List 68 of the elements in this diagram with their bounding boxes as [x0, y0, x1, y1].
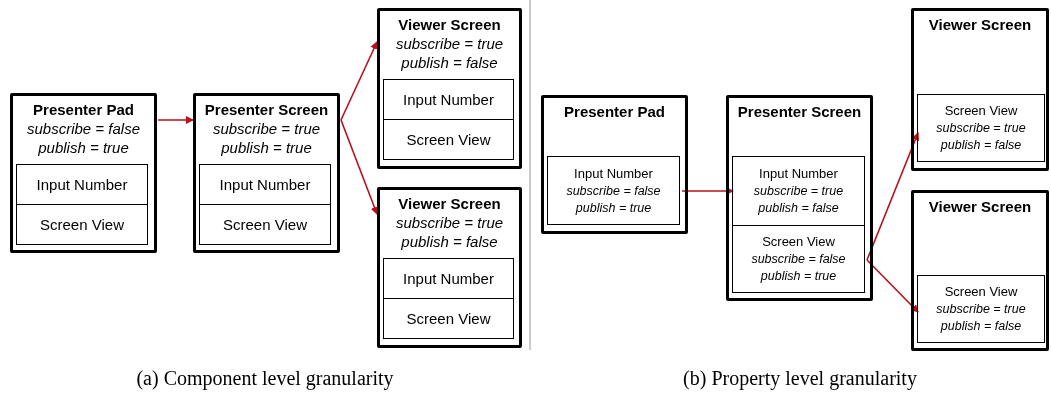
property-setting: publish = true: [575, 199, 652, 217]
component-name: Input Number: [219, 175, 311, 194]
component-box: [383, 119, 514, 160]
component-name: Presenter Screen: [737, 102, 862, 121]
property-setting: publish = true: [760, 268, 837, 285]
property-setting: subscribe = false: [566, 182, 661, 200]
component-box: [16, 204, 148, 245]
component-box: [917, 275, 1045, 343]
component-name: Screen View: [406, 130, 491, 149]
component-name: Screen View: [40, 215, 124, 234]
component-name: Screen View: [406, 309, 491, 328]
component-name: Presenter Screen: [204, 100, 329, 119]
component-name: Input Number: [574, 164, 653, 183]
component-box: [732, 156, 865, 226]
component-box: [732, 225, 865, 293]
device-box: [911, 8, 1049, 171]
arrow: [866, 132, 920, 261]
property-setting: subscribe = false: [27, 119, 140, 138]
subfigure-caption: (b) Property level granularity: [683, 366, 917, 390]
device-box: [911, 190, 1049, 351]
component-name: Presenter Pad: [33, 100, 134, 119]
property-setting: subscribe = true: [753, 183, 844, 200]
property-setting: subscribe = false: [751, 251, 846, 268]
component-name: Screen View: [762, 233, 835, 251]
component-name: Input Number: [759, 165, 838, 183]
property-setting: publish = true: [38, 138, 129, 157]
property-setting: publish = false: [940, 137, 1022, 154]
component-name: Screen View: [944, 102, 1018, 120]
property-setting: publish = false: [401, 53, 498, 72]
property-setting: publish = false: [940, 318, 1022, 335]
component-box: [199, 204, 331, 245]
device-box: [377, 187, 522, 348]
device-box: [193, 93, 340, 253]
component-box: [383, 79, 514, 120]
device-box: [10, 93, 157, 253]
device-box: [377, 8, 522, 169]
component-name: Viewer Screen: [398, 15, 501, 34]
arrow: [340, 41, 378, 121]
property-setting: subscribe = true: [395, 213, 504, 232]
component-name: Viewer Screen: [928, 197, 1032, 216]
property-setting: publish = false: [758, 200, 839, 217]
component-box: [383, 258, 514, 299]
component-name: Input Number: [403, 90, 494, 109]
component-name: Presenter Pad: [564, 102, 665, 121]
component-name: Screen View: [223, 215, 307, 234]
arrow: [340, 119, 379, 215]
component-box: [547, 156, 680, 225]
property-setting: publish = false: [401, 232, 498, 251]
component-box: [383, 298, 514, 339]
device-box: [541, 95, 688, 234]
property-setting: subscribe = true: [212, 119, 321, 138]
subfigure-caption: (a) Component level granularity: [136, 366, 394, 390]
device-box: [726, 95, 873, 301]
property-setting: subscribe = true: [395, 34, 504, 53]
component-box: [917, 94, 1045, 162]
arrow: [157, 116, 194, 124]
component-name: Screen View: [944, 283, 1018, 301]
component-name: Input Number: [36, 175, 128, 194]
component-name: Input Number: [403, 269, 494, 288]
component-name: Viewer Screen: [398, 194, 501, 213]
property-setting: subscribe = true: [936, 120, 1026, 137]
component-box: [199, 164, 331, 205]
arrow: [866, 259, 919, 313]
component-box: [16, 164, 148, 205]
property-setting: publish = true: [221, 138, 312, 157]
property-setting: subscribe = true: [936, 301, 1026, 318]
component-name: Viewer Screen: [928, 15, 1032, 34]
arrow: [681, 187, 734, 195]
